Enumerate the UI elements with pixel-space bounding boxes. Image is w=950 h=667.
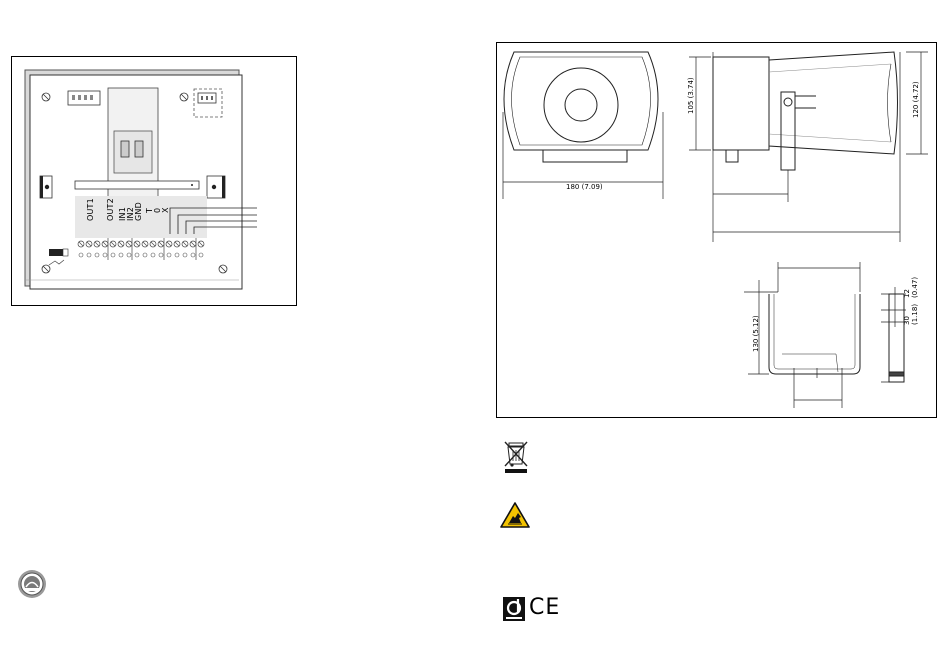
terminal-label-gnd: GND: [134, 202, 143, 221]
mounting-bracket-view: [769, 294, 860, 374]
dimension-height-body: 105 (3.74): [687, 77, 695, 114]
bracket-side-view: [889, 294, 904, 382]
approval-d-mark-icon: [503, 597, 525, 621]
dimension-drawing: [496, 42, 937, 418]
terminal-label-out1: OUT1: [86, 198, 95, 221]
dimension-bracket-side-b: 30 (1.18): [903, 297, 919, 325]
ce-mark-icon: CE: [529, 595, 560, 621]
speaker-side-view: [713, 52, 898, 170]
dimension-bracket-side-a: 12 (0.47): [903, 270, 919, 298]
crossed-out-wheelie-bin-icon: [503, 440, 529, 474]
dimension-width-front: 180 (7.09): [566, 183, 603, 191]
speaker-front-view: [504, 52, 658, 162]
dimension-bracket-height: 130 (5.12): [752, 315, 760, 352]
dimension-height-horn: 120 (4.72): [912, 81, 920, 118]
terminal-label-out2: OUT2: [106, 198, 115, 221]
terminal-board-diagram: [11, 56, 297, 306]
esd-warning-icon: [500, 502, 530, 528]
terminal-label-x: X: [161, 207, 170, 213]
approval-seal-icon: [17, 569, 47, 599]
